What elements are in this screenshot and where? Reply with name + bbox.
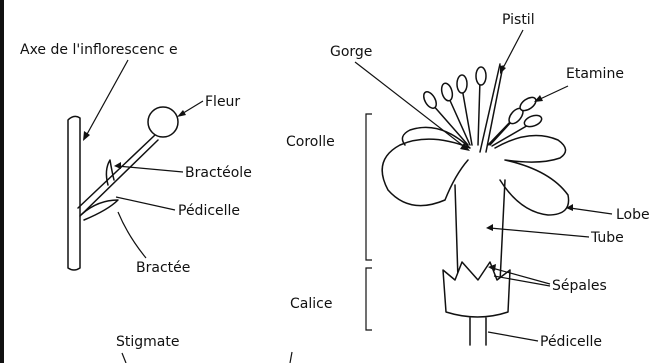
calyx-bracket — [366, 268, 372, 330]
stamen-pointer — [538, 86, 568, 100]
tube-pointer — [490, 228, 589, 237]
pistil-pointer — [502, 30, 523, 70]
axis-arrowhead — [83, 131, 90, 141]
lobe-arrowhead — [566, 204, 573, 211]
lobe-label: Lobe — [616, 207, 650, 223]
axis-label: Axe de l'inflorescenc e — [20, 42, 178, 58]
throat-label: Gorge — [330, 44, 372, 60]
left-pedicel-label: Pédicelle — [178, 203, 240, 219]
bract-label: Bractée — [136, 260, 190, 276]
bract-pointer — [118, 212, 146, 258]
bracteole-arrowhead — [114, 162, 121, 169]
bracteole-label: Bractéole — [185, 165, 252, 181]
cropped-figure-mark — [290, 352, 292, 363]
axis-pointer — [86, 60, 128, 136]
flower-arrowhead — [177, 110, 186, 117]
corolla-bracket — [366, 114, 372, 260]
bracteole — [106, 160, 114, 185]
flower-drawing — [382, 64, 568, 345]
stigma-label: Stigmate — [116, 334, 179, 350]
scan-border — [0, 0, 4, 363]
inflorescence-axis — [68, 116, 80, 270]
left-pedicel-pointer — [116, 197, 175, 210]
calyx-label: Calice — [290, 296, 332, 312]
flower-bud — [148, 107, 178, 137]
corolla-label: Corolle — [286, 134, 335, 150]
corolla-lobes — [382, 127, 568, 215]
throat-pointer — [355, 62, 466, 148]
tube-arrowhead — [486, 224, 493, 231]
flower-label: Fleur — [205, 94, 240, 110]
flower-pedicel-pointer — [488, 332, 538, 341]
flower-pedicel — [470, 318, 486, 345]
stamens — [421, 67, 543, 146]
stigma-pointer — [122, 353, 126, 363]
lobe-pointer — [570, 208, 612, 214]
tube-label: Tube — [590, 230, 624, 246]
pistil-label: Pistil — [502, 12, 535, 28]
sepals-label: Sépales — [552, 278, 607, 294]
flower-pedicel-label: Pédicelle — [540, 334, 602, 350]
bract — [82, 200, 118, 220]
stamen-label: Etamine — [566, 66, 624, 82]
